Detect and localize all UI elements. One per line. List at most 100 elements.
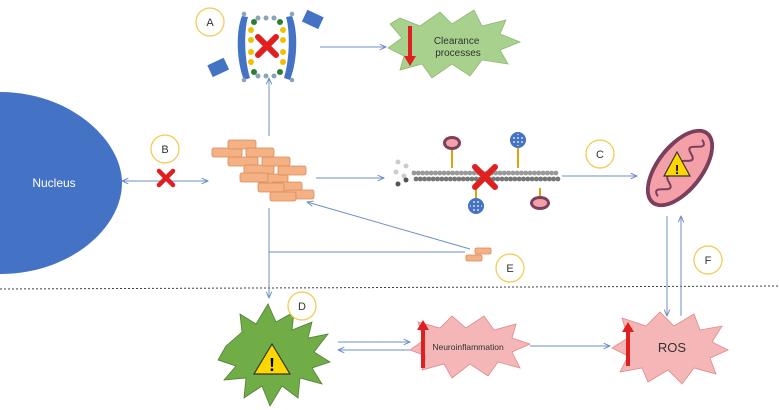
microtubule-bead (544, 170, 550, 176)
clearance-label: Clearance processes (434, 36, 482, 59)
microtubule-bead (555, 176, 561, 182)
microtubule-bead (450, 170, 456, 176)
decrease-arrow-icon (404, 26, 416, 66)
microtubule-bead (510, 170, 516, 176)
microtubule-bead (420, 170, 425, 176)
warning-icon: ! (662, 150, 692, 177)
svg-text:C: C (596, 149, 604, 161)
nucleus: Nucleus (0, 92, 122, 274)
microtubule-bead (551, 176, 556, 182)
marker-f: F (693, 245, 723, 275)
microtubule-bead (540, 170, 546, 176)
microtubule-bead (499, 176, 505, 182)
microtubule-bead (441, 170, 447, 176)
nuclear-pore-complex (207, 9, 324, 83)
clearance-burst: Clearance processes (387, 9, 522, 79)
nucleus-label: Nucleus (32, 176, 75, 190)
astrocyte: ! (217, 303, 331, 407)
clearance-label-line1: Clearance (434, 36, 480, 47)
microtubule-bead (456, 176, 462, 182)
microtubule-bead (514, 170, 520, 176)
block-x-icon (156, 168, 176, 188)
microtubule-bead (426, 176, 432, 182)
arrow-e-aggregate (307, 202, 471, 250)
microtubule-bead (413, 176, 419, 182)
marker-c: C (585, 139, 615, 169)
marker-b: B (150, 134, 180, 164)
small-aggregate (465, 247, 492, 262)
microtubule-bead (411, 170, 417, 176)
microtubule-bead (536, 170, 542, 176)
microtubule-bead (538, 176, 544, 182)
microtubule-bead (508, 176, 513, 182)
microtubule-bead (523, 170, 529, 176)
svg-text:!: ! (269, 355, 275, 375)
block-x-icon (472, 164, 498, 190)
microtubule-bead (424, 170, 430, 176)
marker-d: D (287, 291, 317, 321)
microtubule-bead (495, 176, 501, 182)
ros-label: ROS (658, 340, 687, 355)
connector-arrows (122, 47, 681, 350)
microtubule-bead (422, 176, 427, 182)
microtubule (393, 132, 561, 214)
microtubule-bead (454, 170, 460, 176)
microtubule-bead (428, 170, 434, 176)
microtubule-bead (460, 176, 466, 182)
protein-aggregate (211, 139, 315, 202)
microtubule-bead (519, 170, 524, 176)
microtubule-bead (512, 176, 518, 182)
svg-text:E: E (506, 263, 513, 275)
warning-icon: ! (252, 342, 292, 375)
microtubule-bead (463, 170, 468, 176)
microtubule-bead (465, 176, 470, 182)
svg-text:F: F (705, 255, 712, 267)
microtubule-bead (497, 170, 503, 176)
microtubule-bead (534, 176, 539, 182)
svg-text:D: D (298, 301, 306, 313)
marker-a: A (195, 7, 225, 37)
microtubule-bead (549, 170, 554, 176)
marker-e: E (495, 253, 525, 283)
microtubule-bead (506, 170, 511, 176)
microtubule-bead (546, 176, 552, 182)
microtubule-bead (467, 170, 473, 176)
microtubule-bead (437, 170, 443, 176)
microtubule-bead (446, 170, 451, 176)
microtubule-bead (542, 176, 548, 182)
microtubule-bead (521, 176, 526, 182)
microtubule-bead (417, 176, 423, 182)
svg-text:!: ! (675, 162, 679, 177)
neuroinflammation-label: Neuroinflammation (432, 342, 504, 352)
microtubule-bead (553, 170, 559, 176)
vesicle-cargo (443, 132, 550, 214)
microtubule-bead (435, 176, 440, 182)
dashed-separator (0, 285, 779, 290)
svg-text:B: B (161, 144, 168, 156)
microtubule-bead (525, 176, 531, 182)
microtubule-bead (471, 170, 477, 176)
ros-burst: ROS (611, 311, 729, 385)
microtubule-bead (458, 170, 464, 176)
microtubule-bead (529, 176, 535, 182)
svg-text:A: A (206, 17, 214, 29)
microtubule-bead (532, 170, 537, 176)
block-x-icon (255, 34, 279, 58)
neuroinflammation-burst: Neuroinflammation (409, 315, 532, 379)
microtubule-bead (433, 170, 438, 176)
microtubule-bead (527, 170, 533, 176)
microtubule-bead (501, 170, 507, 176)
microtubule-bead (439, 176, 445, 182)
microtubule-bead (443, 176, 449, 182)
microtubule-bead (452, 176, 458, 182)
microtubule-bead (469, 176, 475, 182)
microtubule-bead (493, 170, 499, 176)
microtubule-bead (415, 170, 421, 176)
microtubule-bead (516, 176, 522, 182)
clearance-label-line2: processes (435, 48, 481, 59)
microtubule-bead (430, 176, 436, 182)
increase-arrow-icon (622, 322, 634, 366)
increase-arrow-icon (417, 320, 429, 368)
